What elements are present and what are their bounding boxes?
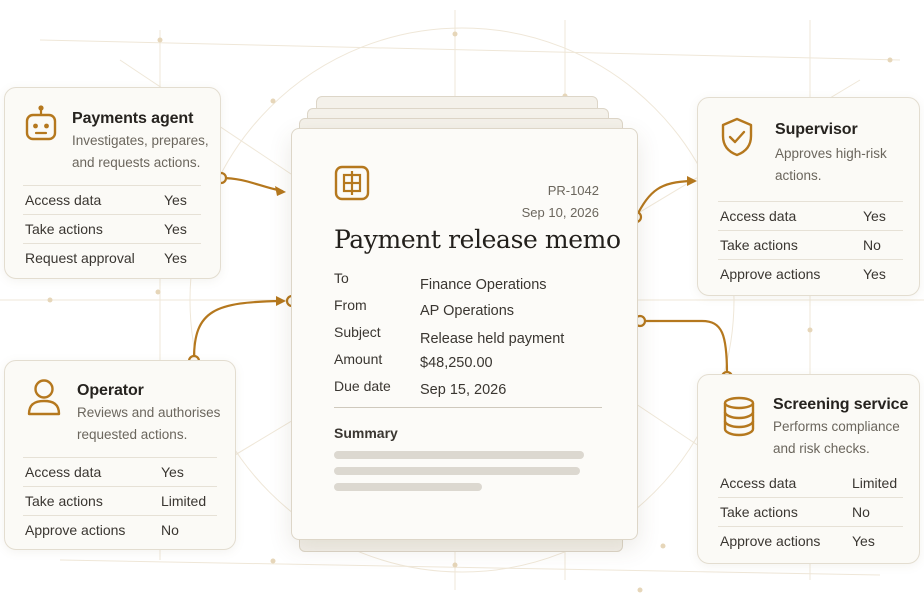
permissions-table: Access data Yes Take actions No Approve … (718, 201, 903, 288)
person-icon (27, 379, 61, 416)
ledger-icon (334, 165, 370, 201)
summary-placeholder-line (334, 451, 584, 459)
card-title: Supervisor (775, 121, 858, 138)
permission-label: Access data (720, 208, 797, 224)
permission-label: Take actions (720, 504, 798, 520)
permission-row: Access data Yes (23, 186, 201, 215)
permission-label: Access data (25, 192, 102, 208)
description-line: Approves high-risk (775, 146, 887, 161)
memo-title: Payment release memo (334, 225, 621, 254)
permission-row: Request approval Yes (23, 244, 201, 272)
supervisor-card[interactable]: Supervisor Approves high-risk actions. A… (697, 97, 920, 296)
permission-value: Yes (863, 266, 886, 282)
payments-agent-card[interactable]: Payments agent Investigates, prepares, a… (4, 87, 221, 279)
permissions-table: Access data Yes Take actions Yes Request… (23, 185, 201, 272)
operator-card[interactable]: Operator Reviews and authorises requeste… (4, 360, 236, 550)
memo-field-label: Subject (334, 324, 381, 340)
description-line: and risk checks. (773, 441, 870, 456)
memo-reference-id: PR-1042 (547, 183, 599, 198)
permission-value: Limited (852, 475, 898, 491)
description-line: Reviews and authorises (77, 405, 221, 420)
card-description: Reviews and authorises requested actions… (77, 402, 220, 446)
permission-row: Take actions Limited (23, 487, 217, 516)
database-icon (723, 396, 755, 437)
permissions-table: Access data Limited Take actions No Appr… (718, 469, 903, 555)
summary-placeholder-line (334, 467, 580, 475)
memo-field-value: AP Operations (420, 303, 515, 319)
description-line: actions. (775, 168, 822, 183)
connector-memo-supervisor (634, 179, 694, 219)
connector-operator-memo (192, 299, 284, 361)
permission-label: Take actions (25, 221, 103, 237)
permission-value: Limited (161, 493, 207, 509)
permission-value: Yes (164, 221, 187, 237)
robot-icon (25, 105, 57, 141)
card-title: Operator (77, 382, 144, 399)
card-description: Performs compliance and risk checks. (773, 416, 900, 460)
memo-field-value: Release held payment (420, 331, 565, 347)
card-title: Payments agent (72, 110, 194, 127)
permission-label: Access data (720, 475, 797, 491)
memo-field-label: To (334, 270, 349, 286)
permission-label: Take actions (720, 237, 798, 253)
permission-label: Approve actions (720, 533, 821, 549)
permission-label: Take actions (25, 493, 103, 509)
memo-field-label: Amount (334, 351, 383, 367)
description-line: Performs compliance (773, 419, 900, 434)
permission-label: Request approval (25, 250, 135, 266)
memo-field-value: $48,250.00 (420, 355, 493, 371)
payment-release-memo[interactable]: PR-1042 Sep 10, 2026 Payment release mem… (291, 128, 638, 540)
memo-field-label: Due date (334, 378, 391, 394)
connector-memo-screening (638, 319, 729, 376)
permission-row: Access data Yes (23, 458, 217, 487)
permission-row: Approve actions Yes (718, 260, 903, 288)
permission-row: Access data Yes (718, 202, 903, 231)
permission-value: No (161, 522, 179, 538)
permission-value: Yes (161, 464, 184, 480)
permission-row: Take actions Yes (23, 215, 201, 244)
card-description: Investigates, prepares, and requests act… (72, 130, 209, 174)
permission-label: Access data (25, 464, 102, 480)
summary-placeholder-line (334, 483, 482, 491)
permission-value: No (852, 504, 870, 520)
permissions-table: Access data Yes Take actions Limited App… (23, 457, 217, 544)
shield-check-icon (721, 117, 753, 157)
permission-value: Yes (852, 533, 875, 549)
screening-service-card[interactable]: Screening service Performs compliance an… (697, 374, 920, 564)
memo-field-value: Finance Operations (420, 277, 547, 293)
card-description: Approves high-risk actions. (775, 143, 887, 187)
memo-summary-label: Summary (334, 425, 398, 441)
memo-field-label: From (334, 297, 367, 313)
permission-label: Approve actions (25, 522, 126, 538)
description-line: requested actions. (77, 427, 188, 442)
permission-value: Yes (164, 192, 187, 208)
card-title: Screening service (773, 396, 909, 413)
memo-divider (334, 407, 602, 408)
permission-row: Take actions No (718, 231, 903, 260)
permission-value: No (863, 237, 881, 253)
connector-agent-memo (219, 176, 284, 193)
permission-value: Yes (863, 208, 886, 224)
memo-field-value: Sep 15, 2026 (420, 382, 507, 398)
permission-row: Access data Limited (718, 469, 903, 498)
permission-row: Approve actions Yes (718, 527, 903, 555)
memo-date: Sep 10, 2026 (521, 205, 599, 220)
permission-row: Take actions No (718, 498, 903, 527)
description-line: Investigates, prepares, (72, 133, 209, 148)
permission-row: Approve actions No (23, 516, 217, 544)
permission-label: Approve actions (720, 266, 821, 282)
permission-value: Yes (164, 250, 187, 266)
description-line: and requests actions. (72, 155, 201, 170)
